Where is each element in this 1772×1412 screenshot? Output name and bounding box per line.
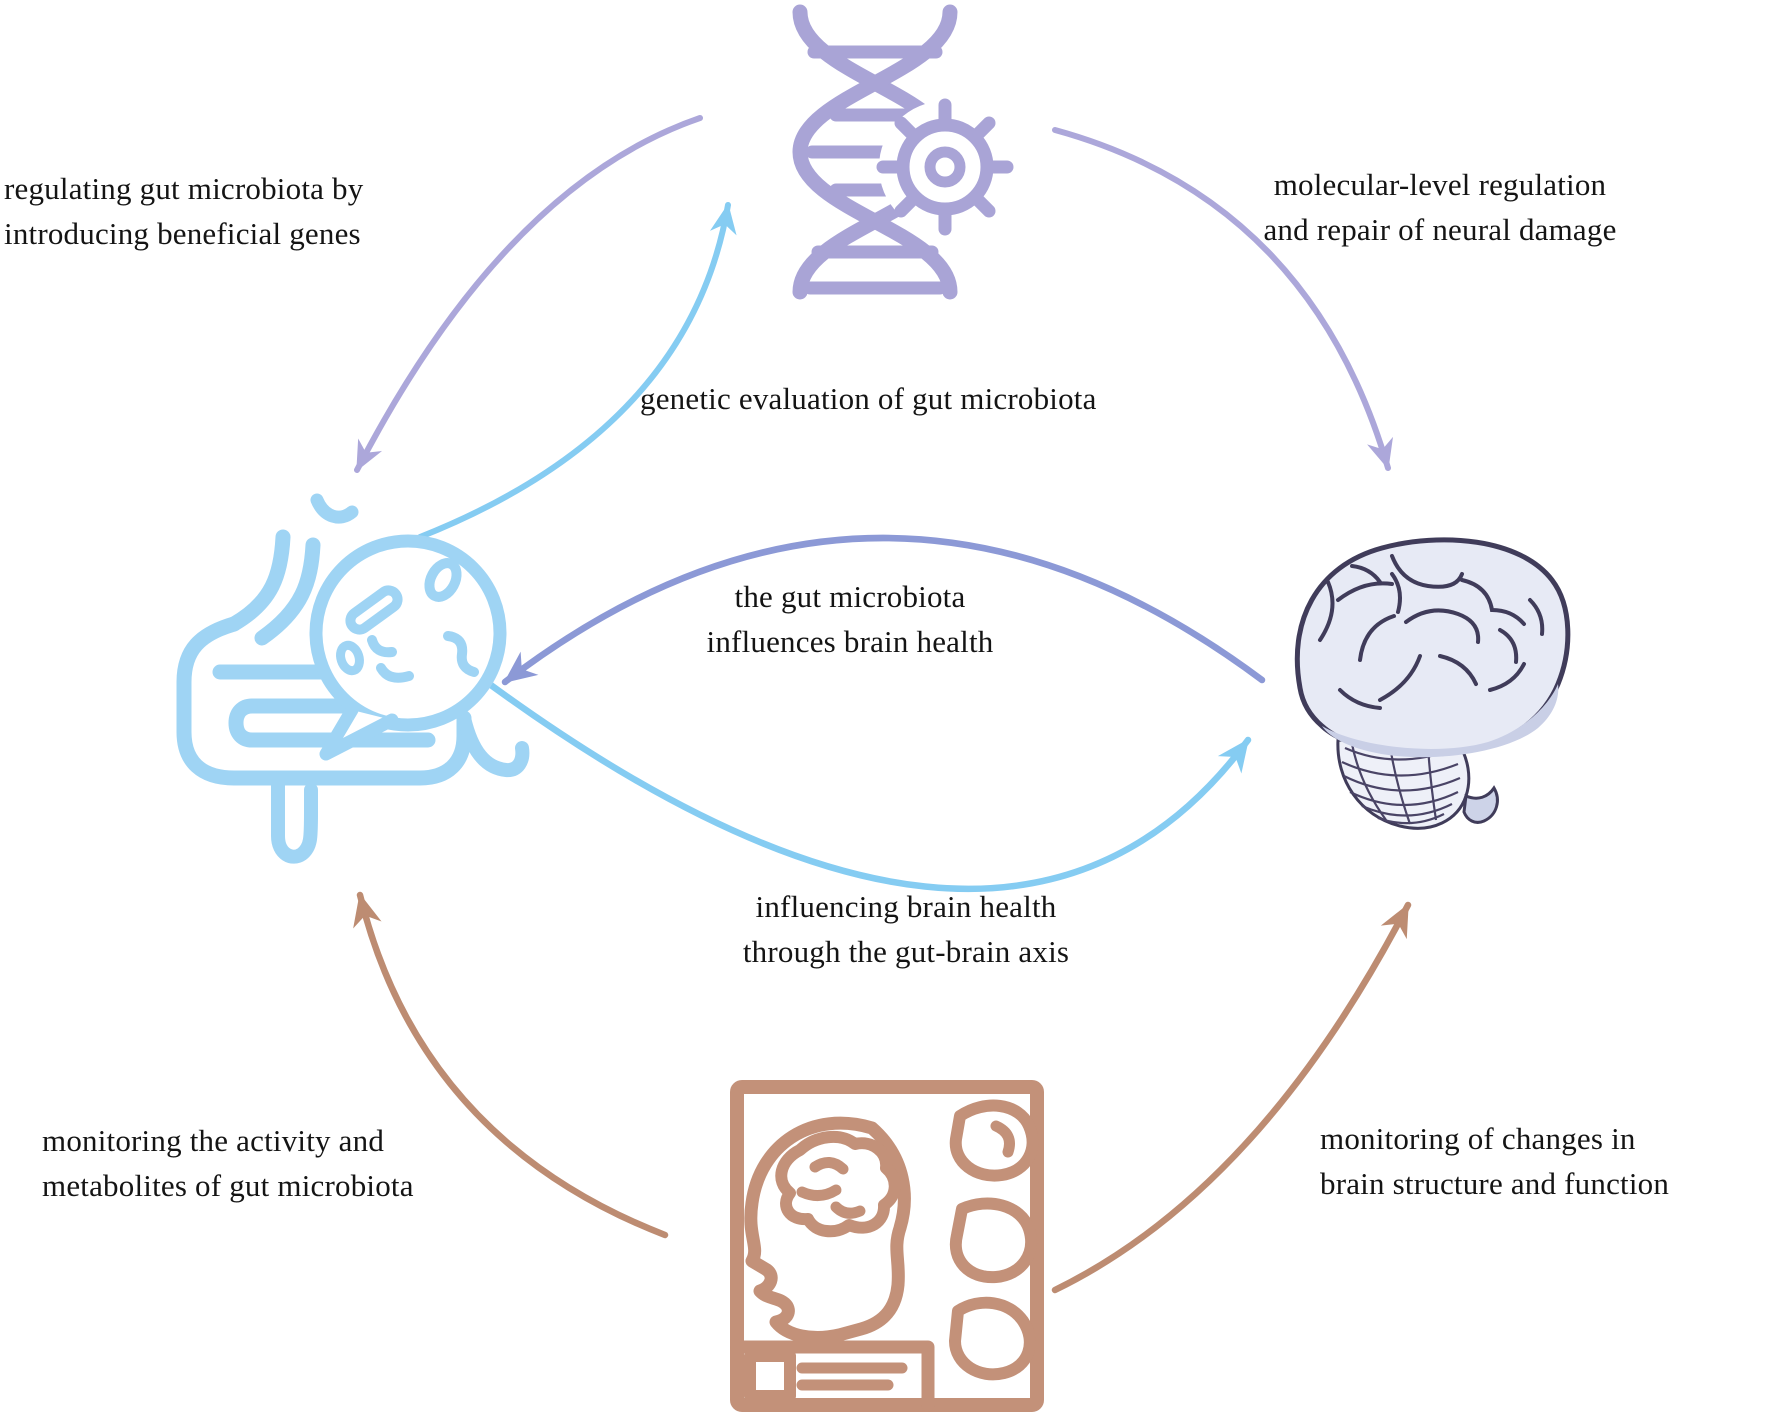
arrow-gut-to-brain — [448, 652, 1252, 893]
bacteria-icons — [336, 558, 479, 683]
label-line: genetic evaluation of gut microbiota — [640, 381, 1097, 416]
label-line: the gut microbiota — [734, 579, 966, 614]
arrow-dna-to-gut — [354, 115, 703, 473]
label-line: molecular-level regulation — [1273, 167, 1607, 202]
label-line: monitoring of changes in — [1320, 1121, 1636, 1156]
label-line: through the gut-brain axis — [742, 934, 1070, 969]
label-genetic-evaluation: genetic evaluation of gut microbiota — [640, 376, 1097, 421]
brain-icon — [1294, 537, 1571, 830]
arrow-brain-to-gut — [501, 534, 1266, 686]
label-monitoring-brain: monitoring of changes in brain structure… — [1320, 1116, 1669, 1206]
arrow-scan-to-brain — [1051, 901, 1412, 1294]
label-line: influences brain health — [706, 624, 994, 659]
label-regulating-gut: regulating gut microbiota by introducing… — [4, 166, 363, 256]
label-monitoring-gut: monitoring the activity and metabolites … — [42, 1118, 414, 1208]
dna-gear-icon — [792, 4, 1014, 300]
label-line: brain structure and function — [1320, 1166, 1670, 1201]
label-molecular-regulation: molecular-level regulation and repair of… — [1250, 162, 1630, 252]
label-line: metabolites of gut microbiota — [42, 1168, 414, 1203]
arrow-gut-to-dna — [417, 202, 737, 540]
label-gut-brain-axis: influencing brain health through the gut… — [696, 884, 1116, 974]
label-line: regulating gut microbiota by — [4, 171, 364, 206]
label-gut-influences-brain: the gut microbiota influences brain heal… — [650, 574, 1050, 664]
label-line: monitoring the activity and — [42, 1123, 385, 1158]
gut-microbiota-icon — [176, 493, 530, 864]
label-line: introducing beneficial genes — [4, 216, 361, 251]
brain-scan-icon — [730, 1080, 1044, 1412]
label-line: and repair of neural damage — [1263, 212, 1617, 247]
arrow-dna-to-brain — [1052, 127, 1393, 471]
arrow-scan-to-gut — [353, 891, 669, 1239]
label-line: influencing brain health — [755, 889, 1057, 924]
